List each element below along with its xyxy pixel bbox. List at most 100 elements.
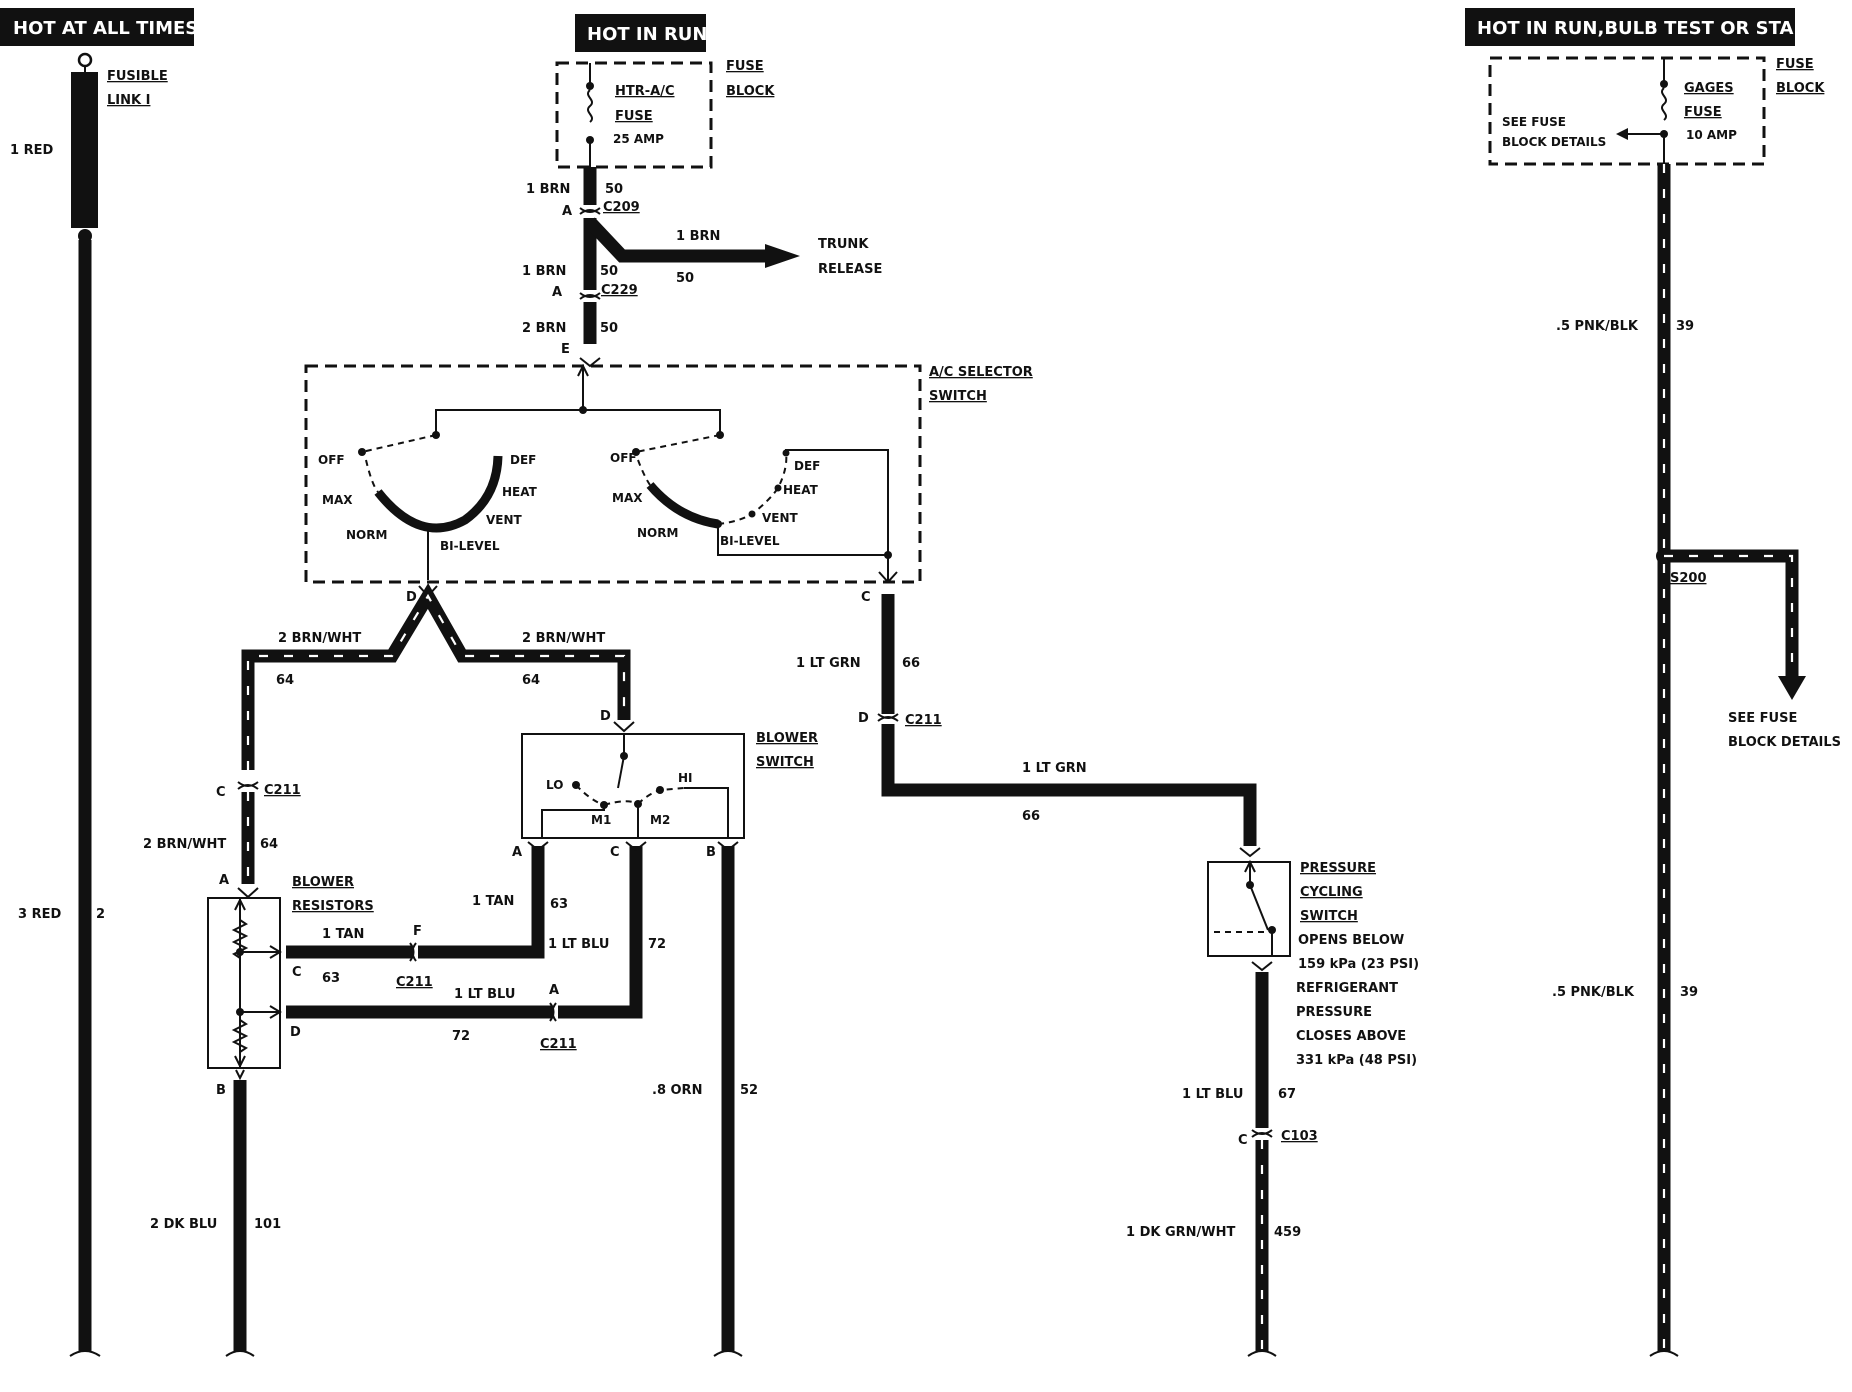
circuit-52: 52	[740, 1083, 758, 1098]
pressure-cycling-switch: PRESSURE CYCLING SWITCH OPENS BELOW 159 …	[1207, 859, 1419, 1068]
see-fuse-arrow-icon	[1616, 128, 1628, 140]
wire-label-3-red: 3 RED	[18, 907, 61, 922]
ac-selector-switch: A/C SELECTOR SWITCH OFF MAX NORM BI-LEVE…	[304, 363, 1033, 605]
wire-label-1-dk-grn-wht: 1 DK GRN/WHT	[1126, 1225, 1235, 1240]
wire-label-1-tan: 1 TAN	[472, 894, 514, 909]
pin-a-c229: A	[552, 285, 562, 300]
header-hot-at-all-times: HOT AT ALL TIMES	[0, 8, 198, 46]
ac-left-contact-arc	[374, 455, 503, 533]
ac-left-off: OFF	[318, 453, 345, 467]
header-hot-in-run-text: HOT IN RUN	[587, 24, 707, 45]
blower-switch-m2: M2	[650, 813, 670, 827]
see-fuse-right-label-2: BLOCK DETAILS	[1728, 735, 1841, 750]
trunk-release-label-2: RELEASE	[818, 262, 882, 277]
connector-c211-ltgrn-label: C211	[905, 713, 942, 728]
blower-switch-pin-d: D	[600, 709, 611, 724]
circuit-63-link: 63	[322, 971, 340, 986]
wire-label-brn-wht-right: 2 BRN/WHT	[522, 631, 605, 646]
pin-a-resistors: A	[219, 873, 229, 888]
circuit-64-vertical: 64	[260, 837, 278, 852]
blower-switch-m1: M1	[591, 813, 611, 827]
see-fuse-down-arrow-icon	[1778, 676, 1806, 700]
ac-selector-switch-outline	[304, 364, 922, 584]
circuit-63: 63	[550, 897, 568, 912]
blower-resistors-outline	[207, 897, 281, 1069]
blower-resistors-title-2: RESISTORS	[292, 899, 374, 914]
wire-2-dk-blu: 2 DK BLU 101	[150, 1080, 281, 1357]
circuit-39-b: 39	[1680, 985, 1698, 1000]
circuit-50-c: 50	[600, 321, 618, 336]
ac-left-def: DEF	[510, 453, 536, 467]
wire-label-1-lt-blu: 1 LT BLU	[548, 937, 609, 952]
lt-grn-wiring: 1 LT GRN 66 D C211 1 LT GRN 66	[796, 594, 1261, 858]
connector-c229-icon	[579, 292, 601, 298]
pin-b-resistors: B	[216, 1083, 226, 1098]
circuit-50-branch: 50	[676, 271, 694, 286]
blower-switch: D BLOWER SWITCH LO HI M1 M2 A C B	[512, 709, 818, 860]
circuit-50-a: 50	[605, 182, 623, 197]
circuit-66-a: 66	[902, 656, 920, 671]
wire-label-1-lt-grn-a: 1 LT GRN	[796, 656, 861, 671]
wire-label-8-orn: .8 ORN	[652, 1083, 702, 1098]
wire-label-1-red: 1 RED	[10, 143, 53, 158]
circuit-72: 72	[648, 937, 666, 952]
wire-label-pnk-blk-a: .5 PNK/BLK	[1556, 319, 1639, 334]
pressure-switch-title-3: SWITCH	[1300, 909, 1358, 924]
htr-ac-fuse-block: HTR-A/C FUSE 25 AMP FUSE BLOCK	[555, 59, 775, 169]
blower-switch-lo: LO	[546, 778, 563, 792]
wire-label-2-dk-blu: 2 DK BLU	[150, 1217, 217, 1232]
ac-left-norm: NORM	[346, 528, 387, 542]
ac-switch-pin-c: C	[861, 590, 871, 605]
fusible-link-assembly: FUSIBLE LINK I 1 RED	[10, 52, 168, 243]
fusible-link-body	[71, 72, 98, 228]
pressure-switch-outputs: 1 LT BLU 67 C C103 1 DK GRN/WHT 459	[1126, 972, 1318, 1357]
blower-resistors: BLOWER RESISTORS B	[207, 875, 374, 1098]
connector-c209-label: C209	[603, 200, 640, 215]
pin-d-c211-ltgrn: D	[858, 711, 869, 726]
circuit-39-a: 39	[1676, 319, 1694, 334]
wire-label-1-brn-a: 1 BRN	[526, 182, 570, 197]
pin-f: F	[413, 924, 422, 939]
pin-e: E	[561, 342, 570, 357]
connector-c211-f-label: C211	[396, 975, 433, 990]
trunk-release-branch	[585, 217, 765, 263]
see-fuse-label: SEE FUSE	[1502, 115, 1566, 129]
circuit-72-link: 72	[452, 1029, 470, 1044]
fusible-link-label-2: LINK I	[107, 93, 150, 108]
connector-c209-icon	[579, 207, 601, 213]
ac-right-def: DEF	[794, 459, 820, 473]
ac-right-max: MAX	[612, 491, 643, 505]
gages-fuse-name: GAGES	[1684, 81, 1734, 96]
ac-left-heat: HEAT	[502, 485, 538, 499]
blower-switch-title: BLOWER	[756, 731, 818, 746]
header-hot-in-run-bulb-test-text: HOT IN RUN,BULB TEST OR START	[1477, 18, 1819, 39]
ac-selector-switch-title: A/C SELECTOR	[929, 365, 1033, 380]
circuit-64-right: 64	[522, 673, 540, 688]
wire-label-brn-wht-left: 2 BRN/WHT	[278, 631, 361, 646]
wire-label-pnk-blk-b: .5 PNK/BLK	[1552, 985, 1635, 1000]
resistor-upper-icon	[231, 919, 249, 959]
brn-feed-wiring: 1 BRN 50 A C209 1 BRN 50 TRUNK RELEASE 1…	[522, 167, 882, 368]
fusible-link-terminal	[77, 52, 93, 68]
blower-switch-outline	[521, 733, 745, 839]
ac-right-off: OFF	[610, 451, 637, 465]
resistor-lower-icon	[231, 1019, 249, 1053]
blower-resistors-title: BLOWER	[292, 875, 354, 890]
gages-fuse-block-label: FUSE	[1776, 57, 1814, 72]
fusible-link-label: FUSIBLE	[107, 69, 168, 84]
htr-ac-fuse-label: FUSE	[615, 109, 653, 124]
ac-switch-pin-d: D	[406, 590, 417, 605]
pressure-desc-2: 159 kPa (23 PSI)	[1298, 957, 1419, 972]
gages-fuse-block: SEE FUSE BLOCK DETAILS GAGES FUSE 10 AMP…	[1488, 56, 1825, 166]
circuit-64-left: 64	[276, 673, 294, 688]
header-hot-in-run: HOT IN RUN	[575, 14, 707, 52]
wire-label-1-lt-blu-pressure: 1 LT BLU	[1182, 1087, 1243, 1102]
htr-ac-fuse-rating: 25 AMP	[613, 132, 664, 146]
header-hot-in-run-bulb-test: HOT IN RUN,BULB TEST OR START	[1465, 8, 1819, 46]
circuit-101: 101	[254, 1217, 281, 1232]
pressure-desc-6: 331 kPa (48 PSI)	[1296, 1053, 1417, 1068]
wire-label-1-brn-b: 1 BRN	[522, 264, 566, 279]
pressure-switch-title: PRESSURE	[1300, 861, 1376, 876]
trunk-release-arrow-icon	[765, 244, 800, 268]
pin-a-c211-link: A	[549, 983, 559, 998]
